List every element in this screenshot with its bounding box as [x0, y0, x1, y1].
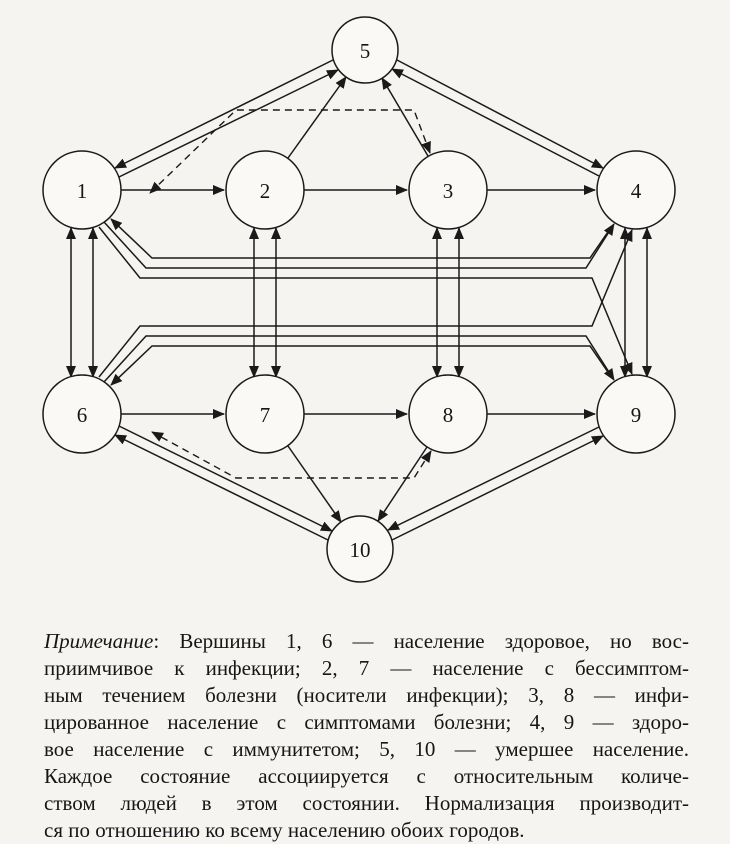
node-circle — [42, 150, 122, 230]
graph-node-9: 9 — [596, 374, 676, 454]
node-label: 7 — [260, 403, 271, 427]
node-circle — [331, 16, 399, 84]
graph-node-1: 1 — [42, 150, 122, 230]
node-circle — [596, 150, 676, 230]
node-label: 5 — [360, 39, 371, 63]
nodes-layer: 5 1 2 3 4 6 7 8 9 10 — [42, 16, 676, 583]
node-label: 3 — [443, 179, 454, 203]
graph-edge-9-to-6-band — [110, 345, 613, 386]
graph-edge-3-5 — [381, 77, 429, 157]
graph-node-2: 2 — [225, 150, 305, 230]
note-line: ным течением болезни (носители инфекции)… — [44, 683, 689, 707]
graph-edge-10-9 — [391, 435, 604, 541]
node-label: 10 — [350, 538, 371, 562]
graph-edge-6-to-9-band — [103, 335, 615, 383]
graph-edge-5-4 — [396, 59, 604, 169]
graph-node-7: 7 — [225, 374, 305, 454]
node-circle — [408, 374, 488, 454]
graph-edge-8-10 — [377, 446, 428, 522]
node-label: 9 — [631, 403, 642, 427]
state-graph: 5 1 2 3 4 6 7 8 9 10 — [42, 16, 676, 583]
graph-edge-9-10 — [387, 426, 600, 531]
node-circle — [225, 150, 305, 230]
node-label: 4 — [631, 179, 642, 203]
graph-edge-5-1 — [114, 59, 334, 169]
node-label: 6 — [77, 403, 88, 427]
graph-node-3: 3 — [408, 150, 488, 230]
note-line: цированное население с симптомами болезн… — [44, 710, 689, 734]
node-circle — [42, 374, 122, 454]
note-line: вое население с иммунитетом; 5, 10 — уме… — [44, 737, 689, 761]
note-line: ством людей в этом состоянии. Нормализац… — [44, 791, 689, 815]
graph-edge-3-influence-dashed — [149, 109, 431, 194]
graph-node-5: 5 — [331, 16, 399, 84]
graph-edge-1-to-9-band — [98, 226, 633, 375]
note-line: Примечание: Вершины 1, 6 — население здо… — [44, 628, 689, 655]
note-line: ся по отношению ко всему населению обоих… — [44, 818, 525, 842]
note-line: Каждое состояние ассоциируется с относит… — [44, 764, 689, 788]
graph-edge-10-6 — [114, 434, 329, 541]
node-circle — [596, 374, 676, 454]
graph-edge-6-to-4-band — [98, 229, 633, 378]
graph-edge-4-5 — [391, 68, 600, 177]
graph-node-6: 6 — [42, 374, 122, 454]
graph-edge-1-5 — [118, 69, 339, 178]
graph-edge-7-10 — [287, 445, 342, 523]
node-label: 1 — [77, 179, 88, 203]
state-transition-figure: 5 1 2 3 4 6 7 8 9 10 — [42, 16, 676, 583]
graph-node-8: 8 — [408, 374, 488, 454]
node-label: 8 — [443, 403, 454, 427]
edges-layer — [66, 59, 652, 541]
note-line-rest: : Вершины 1, 6 — население здоровое, но … — [153, 629, 689, 653]
graph-node-10: 10 — [326, 515, 394, 583]
node-circle — [225, 374, 305, 454]
graph-edge-4-to-1-band — [110, 218, 613, 259]
figure-note: Примечание: Вершины 1, 6 — население здо… — [44, 628, 689, 844]
graph-edge-2-5 — [287, 76, 347, 159]
graph-edge-8-influence-dashed — [151, 431, 432, 479]
graph-edge-1-to-4-band — [103, 221, 615, 269]
node-label: 2 — [260, 179, 271, 203]
note-label: Примечание — [44, 629, 154, 653]
node-circle — [408, 150, 488, 230]
note-line: приимчивое к инфекции; 2, 7 — население … — [44, 656, 689, 680]
graph-node-4: 4 — [596, 150, 676, 230]
node-circle — [326, 515, 394, 583]
